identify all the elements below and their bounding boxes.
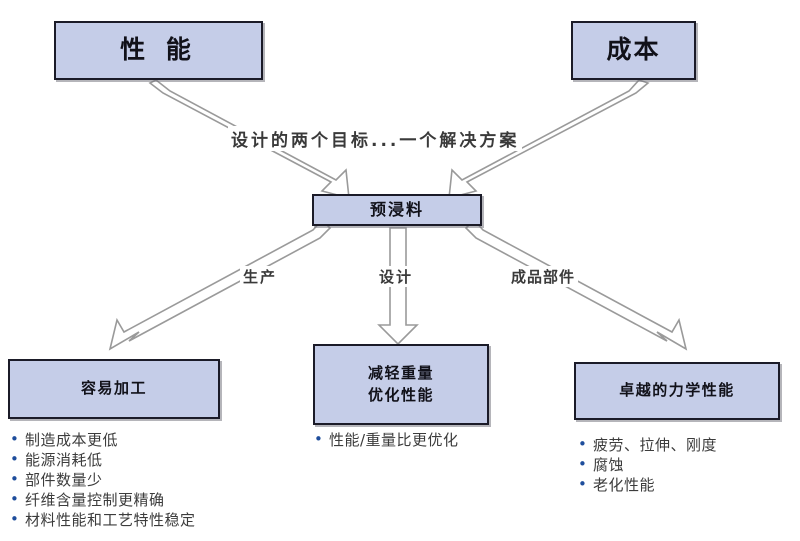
node-performance-label: 性 能 [120,35,197,65]
node-performance[interactable]: 性 能 [54,21,263,80]
node-mechanical-performance-label-line-1: 卓越的力学性能 [619,381,735,400]
node-easy-processing[interactable]: 容易加工 [8,359,220,419]
bullet-list-weight-performance: 性能/重量比更优化 [312,429,459,450]
list-item: 材料性能和工艺特性稳定 [8,509,196,530]
bullet-list-mechanical-performance: 疲劳、拉伸、刚度 腐蚀 老化性能 [576,434,717,495]
list-item: 老化性能 [576,474,717,495]
node-cost[interactable]: 成本 [571,21,696,80]
edge-label-two-goals-one-solution: 设计的两个目标...一个解决方案 [228,126,523,151]
edge-label-production: 生产 [240,266,281,287]
list-item: 腐蚀 [576,454,717,475]
list-item: 制造成本更低 [8,429,196,450]
node-mechanical-performance[interactable]: 卓越的力学性能 [574,362,780,420]
node-prepreg-label: 预浸料 [369,200,424,220]
list-item: 部件数量少 [8,469,196,490]
list-item: 能源消耗低 [8,449,196,470]
node-weight-performance[interactable]: 减轻重量 优化性能 [313,344,489,425]
arrow-prepreg-to-easy-processing [108,218,332,351]
node-weight-performance-label-line-2: 优化性能 [367,385,434,404]
edge-label-finished-part: 成品部件 [508,266,579,287]
node-cost-label: 成本 [606,35,661,65]
node-easy-processing-label-line-1: 容易加工 [80,379,147,398]
list-item: 性能/重量比更优化 [312,429,459,450]
node-prepreg[interactable]: 预浸料 [312,194,482,226]
list-item: 疲劳、拉伸、刚度 [576,434,717,455]
list-item: 纤维含量控制更精确 [8,489,196,510]
edge-label-design: 设计 [376,266,417,287]
bullet-list-easy-processing: 制造成本更低 能源消耗低 部件数量少 纤维含量控制更精确 材料性能和工艺特性稳定 [8,429,196,530]
node-weight-performance-label-line-1: 减轻重量 [367,363,434,382]
